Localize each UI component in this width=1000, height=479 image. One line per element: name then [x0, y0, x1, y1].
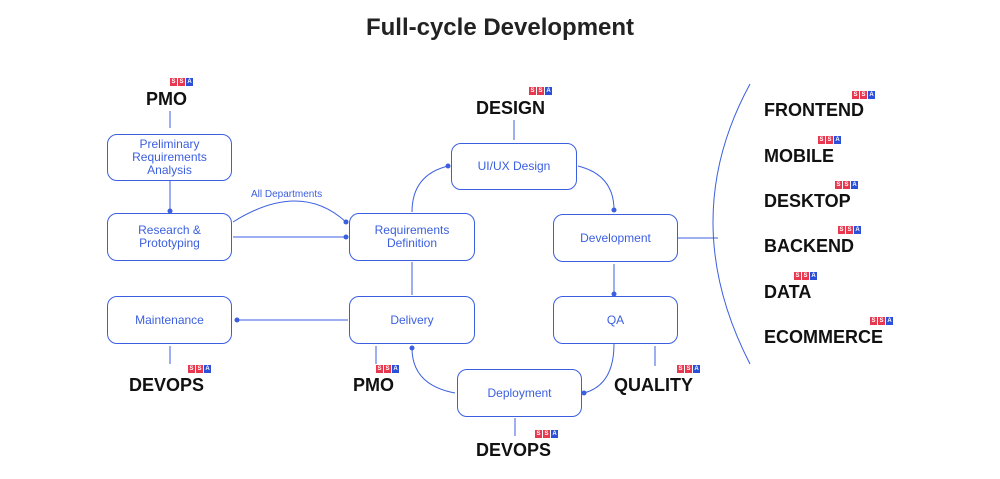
team-devops-bottom: DEVOPS	[476, 440, 552, 460]
specialty-ecommerce: ECOMMERCE	[764, 327, 884, 347]
step-preliminary-requirements: Preliminary Requirements Analysis	[107, 134, 232, 181]
specialty-data: DATA	[764, 282, 812, 302]
step-delivery: Delivery	[349, 296, 475, 344]
step-development: Development	[553, 214, 678, 262]
specialty-backend: BACKEND	[764, 236, 854, 256]
specialty-mobile: MOBILE	[764, 146, 834, 166]
all-departments-label: All Departments	[251, 189, 323, 200]
specialty-frontend: FRONTEND	[764, 100, 864, 120]
team-devops-left: DEVOPS	[129, 375, 205, 395]
step-deployment: Deployment	[457, 369, 582, 417]
team-pmo-top: PMO	[146, 89, 188, 109]
step-qa: QA	[553, 296, 678, 344]
team-pmo-bottom: PMO	[353, 375, 395, 395]
step-maintenance: Maintenance	[107, 296, 232, 344]
team-design: DESIGN	[476, 98, 546, 118]
step-ui-ux-design: UI/UX Design	[451, 143, 577, 190]
page-title: Full-cycle Development	[365, 14, 635, 41]
team-quality: QUALITY	[614, 375, 693, 395]
specialty-desktop: DESKTOP	[764, 191, 851, 211]
step-research-prototyping: Research & Prototyping	[107, 213, 232, 261]
step-requirements-definition: Requirements Definition	[349, 213, 475, 261]
